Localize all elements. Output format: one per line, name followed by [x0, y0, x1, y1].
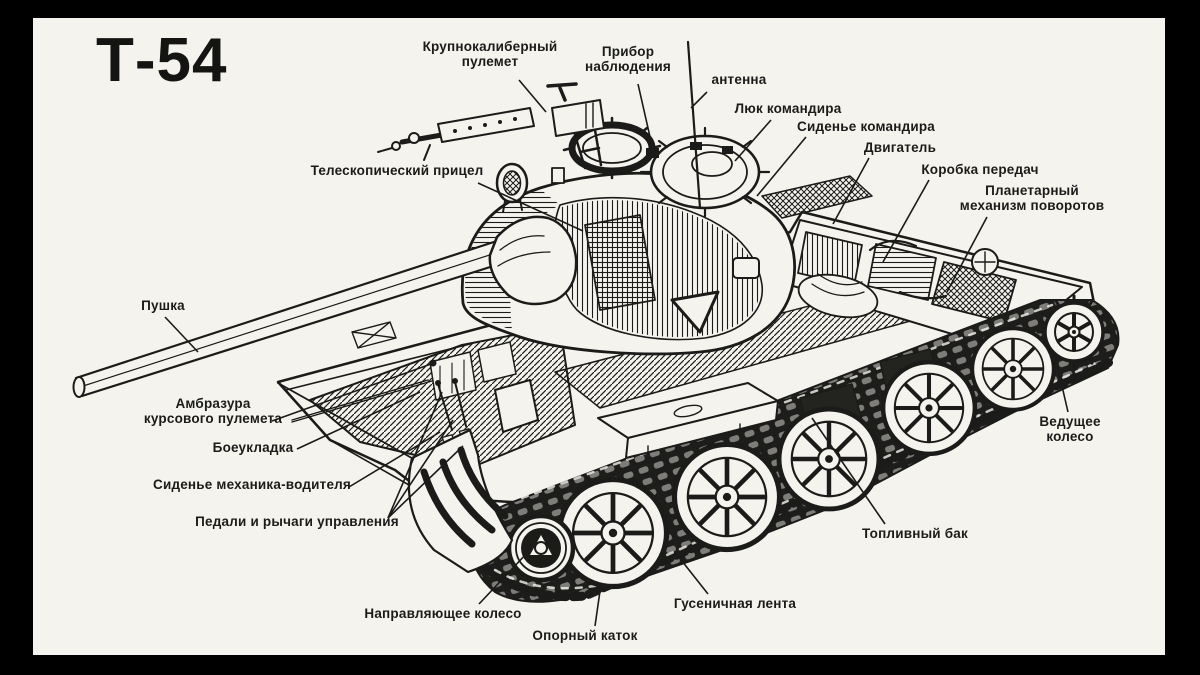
- leader-line: [387, 445, 464, 519]
- leader-line: [690, 91, 708, 109]
- label-planetary-steering: Планетарный механизм поворотов: [959, 183, 1105, 213]
- control-levers: [437, 381, 467, 431]
- commander-seat: [732, 257, 760, 279]
- driver-seat: [494, 379, 539, 433]
- leader-line: [882, 179, 930, 263]
- ammo-rack-2: [477, 341, 517, 383]
- commander-hatch-lid: [691, 151, 733, 177]
- leader-line: [164, 316, 199, 353]
- label-antenna: антенна: [711, 72, 767, 87]
- leader-line: [677, 555, 709, 595]
- driver-compartment: [309, 325, 576, 469]
- leader-line: [734, 119, 772, 162]
- running-gear: [506, 294, 1112, 587]
- label-drive-wheel: Ведущее колесо: [1039, 414, 1101, 444]
- glacis-handrail: [291, 379, 429, 421]
- label-telescopic-sight: Телескопический прицел: [310, 163, 484, 178]
- label-gun: Пушка: [141, 298, 185, 313]
- leader-line: [594, 583, 602, 627]
- label-track: Гусеничная лента: [673, 596, 797, 611]
- road-wheel-5: [972, 328, 1054, 410]
- leader-lines: [164, 79, 1069, 627]
- aa-machine-gun: [377, 82, 605, 170]
- mg-grip: [546, 82, 578, 102]
- label-road-wheel: Опорный каток: [532, 628, 638, 643]
- deck-grille: [761, 175, 873, 219]
- mg-mount: [573, 128, 603, 170]
- label-driver-seat: Сиденье механика-водителя: [152, 477, 352, 492]
- mg-receiver: [551, 99, 605, 137]
- idler-wheel: [506, 513, 576, 583]
- label-bow-mg-port: Амбразура курсового пулемета: [143, 396, 283, 426]
- label-gearbox: Коробка передач: [921, 162, 1039, 177]
- turret-floor-guard: [670, 290, 720, 334]
- label-pedals-levers: Педали и рычаги управления: [195, 514, 399, 529]
- leader-line: [832, 157, 870, 225]
- leader-line: [518, 79, 547, 113]
- commander-cupola: [639, 126, 771, 218]
- leader-line: [756, 136, 807, 197]
- road-wheel-2: [674, 444, 779, 549]
- label-fuel-tank: Топливный бак: [862, 526, 968, 541]
- gun-mantlet: [488, 215, 578, 306]
- observation-device: [646, 148, 659, 158]
- diagram-title: Т-54: [96, 26, 228, 95]
- leader-line: [637, 83, 654, 151]
- leader-line: [1054, 355, 1069, 413]
- leader-line: [387, 391, 443, 519]
- label-idler-wheel: Направляющее колесо: [364, 606, 522, 621]
- label-commander-hatch: Люк командира: [734, 101, 842, 116]
- drive-sprocket: [1036, 294, 1112, 370]
- telescopic-sight-device: [495, 162, 529, 213]
- gun-breech: [584, 214, 656, 311]
- leader-line: [296, 391, 421, 450]
- label-ammo-rack: Боеукладка: [212, 440, 294, 455]
- leader-line: [387, 419, 454, 519]
- leader-line: [271, 363, 432, 422]
- hull: [276, 175, 1099, 507]
- tank-illustration: [72, 40, 1120, 603]
- gun-muzzle: [72, 376, 86, 398]
- leader-line: [478, 551, 529, 605]
- periscope: [551, 167, 565, 184]
- antenna-rod: [686, 40, 702, 210]
- road-wheel-4: [883, 362, 975, 454]
- leader-line: [811, 417, 886, 525]
- label-heavy-machine-gun: Крупнокалиберный пулемет: [422, 39, 558, 69]
- leader-line: [348, 431, 441, 488]
- toolbox: [597, 382, 779, 459]
- leader-line: [477, 182, 584, 232]
- label-engine: Двигатель: [863, 140, 937, 155]
- road-wheel-1: [559, 479, 666, 586]
- label-commander-seat: Сиденье командира: [797, 119, 935, 134]
- engine-cylinder: [797, 273, 879, 319]
- deck-hatch-box: [351, 321, 397, 349]
- leader-line: [946, 216, 988, 293]
- label-observation-device: Прибор наблюдения: [585, 44, 671, 74]
- leader-dot: [430, 360, 436, 366]
